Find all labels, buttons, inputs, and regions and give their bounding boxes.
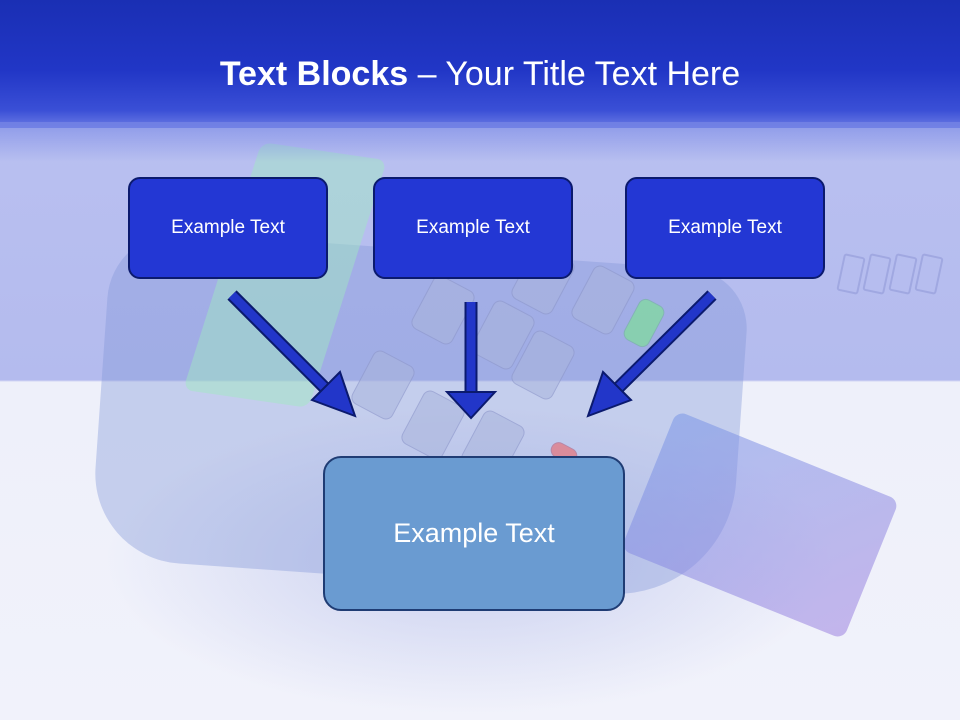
title-rest: – Your Title Text Here: [417, 55, 741, 93]
text-block-main-label: Example Text: [393, 518, 555, 548]
text-block-2-label: Example Text: [416, 217, 530, 238]
title-bold: Text Blocks: [219, 55, 409, 93]
arrow-left: [227, 290, 357, 418]
title-band: [0, 0, 960, 128]
slide-title: Text Blocks – Your Title Text Here: [0, 52, 960, 96]
text-block-3-label: Example Text: [668, 217, 782, 238]
arrow-middle: [444, 302, 498, 420]
text-block-1-label: Example Text: [171, 217, 285, 238]
arrow-right: [586, 290, 717, 418]
text-block-3[interactable]: Example Text: [625, 177, 825, 279]
text-block-main[interactable]: Example Text: [323, 456, 625, 611]
text-block-2[interactable]: Example Text: [373, 177, 573, 279]
title-band-fade: [0, 122, 960, 162]
text-block-1[interactable]: Example Text: [128, 177, 328, 279]
